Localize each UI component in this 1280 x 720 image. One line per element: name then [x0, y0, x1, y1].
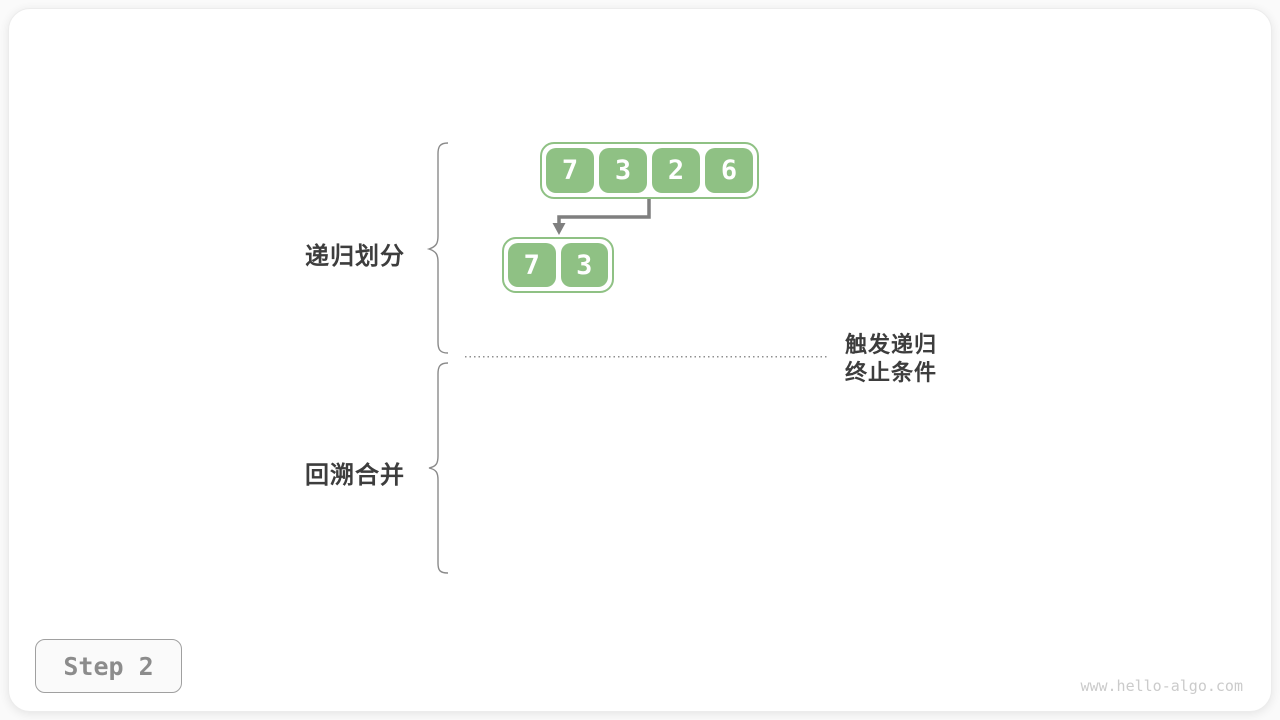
label-backtrack-merge: 回溯合并: [305, 462, 405, 489]
array-level-2: 7 3: [502, 237, 614, 293]
array-cell: 2: [652, 148, 700, 193]
label-termination-condition: 触发递归 终止条件: [845, 331, 937, 387]
array-cell: 7: [546, 148, 594, 193]
figure-card: [8, 8, 1272, 712]
array-cell: 6: [705, 148, 753, 193]
step-badge: Step 2: [35, 639, 182, 693]
array-cell: 3: [599, 148, 647, 193]
watermark: www.hello-algo.com: [1080, 677, 1243, 695]
array-cell: 3: [560, 243, 608, 287]
annotation-line-1: 触发递归: [845, 332, 938, 357]
label-recursive-divide: 递归划分: [305, 243, 405, 270]
array-level-1: 7 3 2 6: [540, 142, 759, 199]
annotation-line-2: 终止条件: [845, 360, 938, 385]
array-cell: 7: [508, 243, 556, 287]
termination-divider-line: [465, 356, 828, 358]
